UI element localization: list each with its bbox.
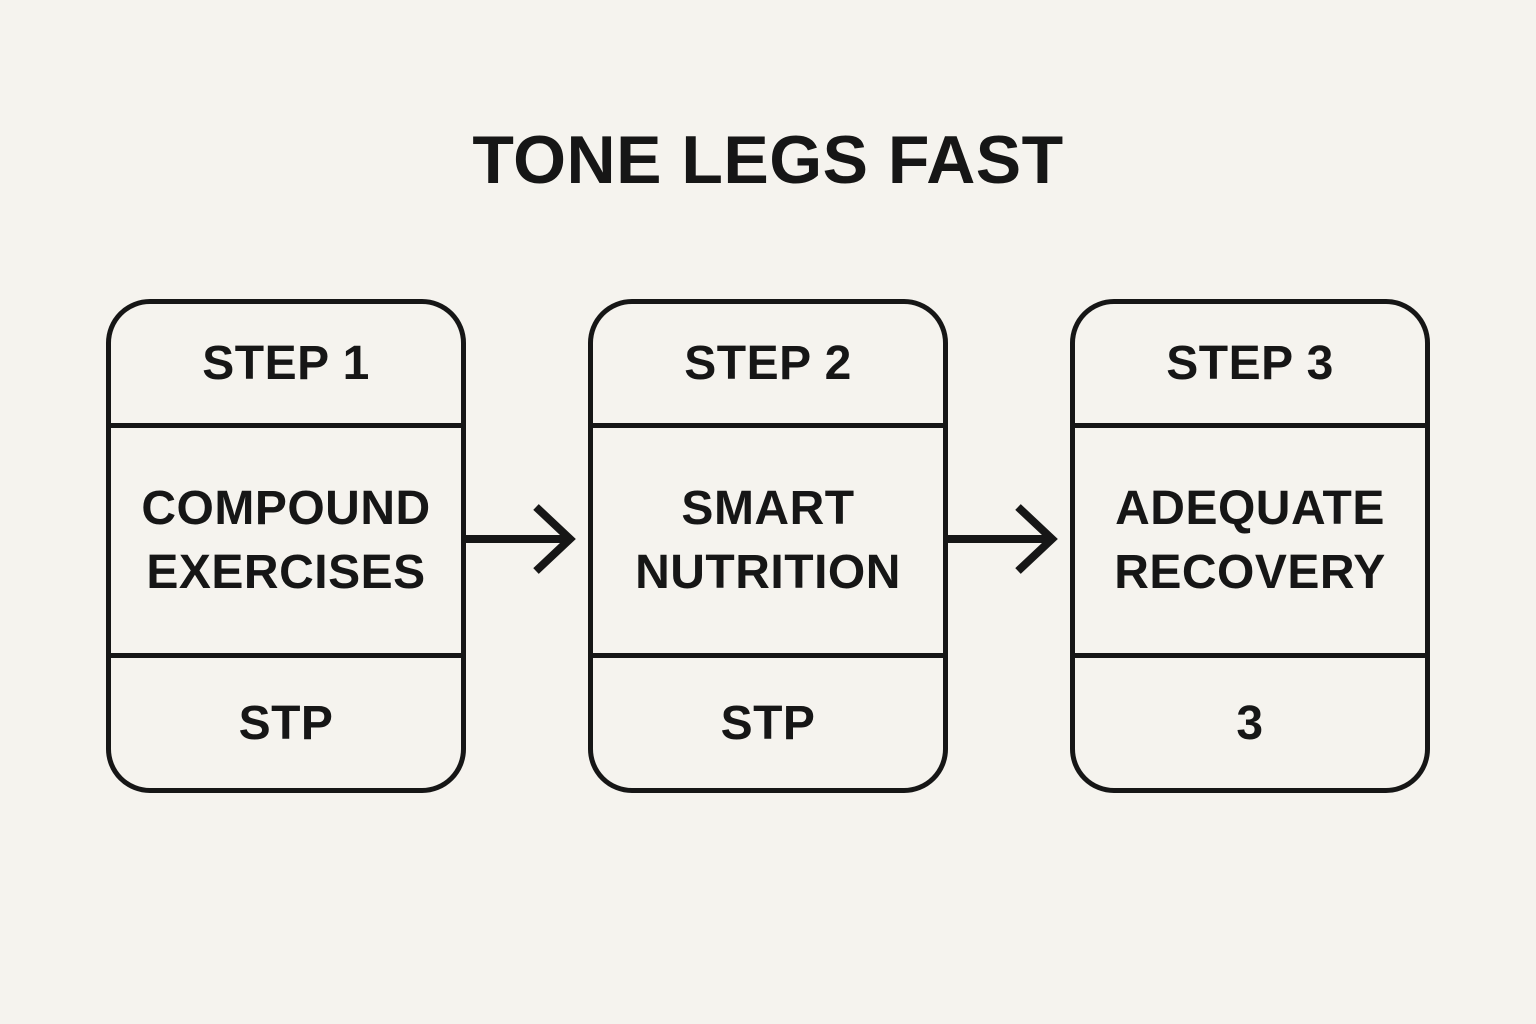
step-body: COMPOUND EXERCISES <box>111 428 461 658</box>
step-body-line: ADEQUATE <box>1115 482 1385 536</box>
step-body-line: SMART <box>681 482 855 536</box>
step-card-1: STEP 1 COMPOUND EXERCISES STP <box>106 299 466 793</box>
steps-row: STEP 1 COMPOUND EXERCISES STP STEP 2 SMA… <box>0 299 1536 793</box>
arrow-right-icon <box>466 499 588 579</box>
arrow-right-icon <box>948 499 1070 579</box>
step-body-line: COMPOUND <box>141 482 431 536</box>
step-body-line: RECOVERY <box>1114 545 1386 599</box>
step-body: SMART NUTRITION <box>593 428 943 658</box>
step-card-3: STEP 3 ADEQUATE RECOVERY 3 <box>1070 299 1430 793</box>
step-label: STEP 3 <box>1075 304 1425 428</box>
step-footer-label: 3 <box>1236 696 1264 750</box>
step-label: STEP 1 <box>111 304 461 428</box>
step-body-line: EXERCISES <box>146 545 426 599</box>
infographic-canvas: TONE LEGS FAST STEP 1 COMPOUND EXERCISES… <box>0 126 1536 1024</box>
step-card-2: STEP 2 SMART NUTRITION STP <box>588 299 948 793</box>
step-footer-label: STP <box>238 696 334 750</box>
step-body: ADEQUATE RECOVERY <box>1075 428 1425 658</box>
step-body-line: NUTRITION <box>635 545 901 599</box>
diagram-title: TONE LEGS FAST <box>472 122 1064 198</box>
step-footer-label: STP <box>720 696 816 750</box>
step-label: STEP 2 <box>593 304 943 428</box>
